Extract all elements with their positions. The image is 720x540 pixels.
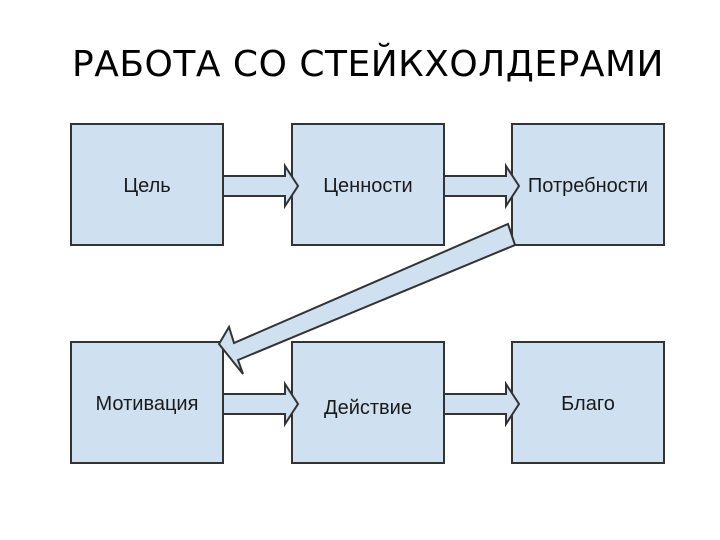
box-goal: Цель: [70, 123, 224, 246]
arrow-goal-to-values: [222, 162, 300, 210]
box-benefit: Благо: [511, 341, 665, 464]
box-action-label: Действие: [324, 397, 412, 419]
box-benefit-rect: [511, 341, 665, 464]
box-needs-rect: [511, 123, 665, 246]
page-title: РАБОТА СО СТЕЙКХОЛДЕРАМИ: [72, 44, 664, 85]
arrow-needs-to-motivation: [217, 222, 517, 375]
arrow-motivation-to-action: [222, 380, 300, 428]
box-values: Ценности: [291, 123, 445, 246]
arrow-action-to-benefit: [443, 380, 521, 428]
box-values-rect: [291, 123, 445, 246]
box-values-label: Ценности: [323, 175, 412, 197]
box-motivation-rect: [70, 341, 224, 464]
box-benefit-label: Благо: [561, 393, 615, 415]
box-needs-label: Потребности: [528, 175, 648, 197]
box-action-rect: [291, 341, 445, 464]
box-needs: Потребности: [511, 123, 665, 246]
box-goal-rect: [70, 123, 224, 246]
box-motivation-label: Мотивация: [96, 393, 199, 415]
box-motivation: Мотивация: [70, 341, 224, 464]
box-action: Действие: [291, 341, 445, 464]
box-goal-label: Цель: [123, 175, 170, 197]
arrow-values-to-needs: [443, 162, 521, 210]
